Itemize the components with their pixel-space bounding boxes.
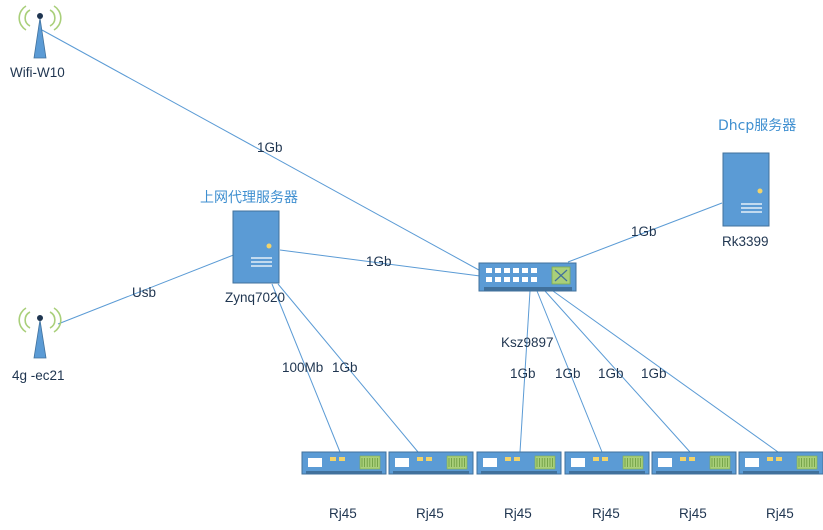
- connections: [41, 29, 779, 453]
- link-label-lte-proxy: Usb: [132, 285, 156, 300]
- switch-label: Ksz9897: [501, 335, 554, 350]
- rj45-device-label: Rj45: [416, 506, 444, 521]
- link-label-switch-port5: 1Gb: [598, 366, 624, 381]
- rj45-device-label: Rj45: [592, 506, 620, 521]
- link-switch-port4: [536, 290, 603, 453]
- dhcp-server-node[interactable]: Dhcp服务器 Rk3399: [718, 118, 796, 249]
- proxy-server-label: Zynq7020: [225, 290, 285, 305]
- link-switch-port5: [544, 290, 691, 453]
- link-switch-port3: [519, 290, 531, 453]
- rj45-device-label: Rj45: [329, 506, 357, 521]
- rj45-device-icon: [388, 451, 474, 475]
- rj45-device-icon: [651, 451, 737, 475]
- link-label-proxy-port1: 100Mb: [282, 360, 323, 375]
- link-label-switch-port3: 1Gb: [510, 366, 536, 381]
- link-label-dhcp-switch: 1Gb: [631, 224, 657, 239]
- link-proxy-port1: [271, 283, 341, 453]
- rj45-device-icon: [738, 451, 823, 475]
- rj45-device-1[interactable]: Rj45: [301, 451, 387, 521]
- lte-label: 4g -ec21: [12, 368, 65, 383]
- switch-icon: [478, 262, 577, 292]
- rj45-device-2[interactable]: Rj45: [388, 451, 474, 521]
- rj45-device-icon: [301, 451, 387, 475]
- link-proxy-port2: [277, 283, 419, 453]
- rj45-device-4[interactable]: Rj45: [564, 451, 650, 521]
- link-label-switch-port6: 1Gb: [641, 366, 667, 381]
- link-proxy-switch: [279, 249, 481, 277]
- link-labels: 1Gb Usb 1Gb 1Gb 100Mb 1Gb 1Gb 1Gb 1Gb 1G…: [132, 140, 667, 381]
- rj45-device-icon: [476, 451, 562, 475]
- antenna-icon: [18, 307, 62, 359]
- rj45-device-label: Rj45: [766, 506, 794, 521]
- server-icon: [232, 210, 280, 284]
- link-wifi-switch: [41, 29, 489, 276]
- rj45-devices: Rj45 Rj45 Rj45 Rj45 Rj45 Rj45: [301, 451, 823, 521]
- rj45-device-label: Rj45: [679, 506, 707, 521]
- proxy-server-node[interactable]: 上网代理服务器 Zynq7020: [200, 190, 298, 305]
- antenna-icon: [18, 5, 62, 59]
- link-label-proxy-switch: 1Gb: [366, 254, 392, 269]
- link-label-proxy-port2: 1Gb: [332, 360, 358, 375]
- rj45-device-3[interactable]: Rj45: [476, 451, 562, 521]
- dhcp-server-title: Dhcp服务器: [718, 118, 796, 134]
- rj45-device-label: Rj45: [504, 506, 532, 521]
- dhcp-server-label: Rk3399: [722, 234, 769, 249]
- rj45-device-icon: [564, 451, 650, 475]
- link-lte-proxy: [57, 253, 237, 325]
- proxy-server-title: 上网代理服务器: [200, 190, 298, 206]
- lte-node[interactable]: 4g -ec21: [12, 307, 65, 383]
- switch-node[interactable]: Ksz9897: [478, 262, 577, 350]
- wifi-label: Wifi-W10: [10, 65, 65, 80]
- rj45-device-6[interactable]: Rj45: [738, 451, 823, 521]
- link-switch-port6: [552, 290, 779, 453]
- link-label-switch-port4: 1Gb: [555, 366, 581, 381]
- link-dhcp-switch: [567, 202, 723, 263]
- link-label-wifi-switch: 1Gb: [257, 140, 283, 155]
- wifi-node[interactable]: Wifi-W10: [10, 5, 65, 80]
- rj45-device-5[interactable]: Rj45: [651, 451, 737, 521]
- server-icon: [722, 152, 770, 227]
